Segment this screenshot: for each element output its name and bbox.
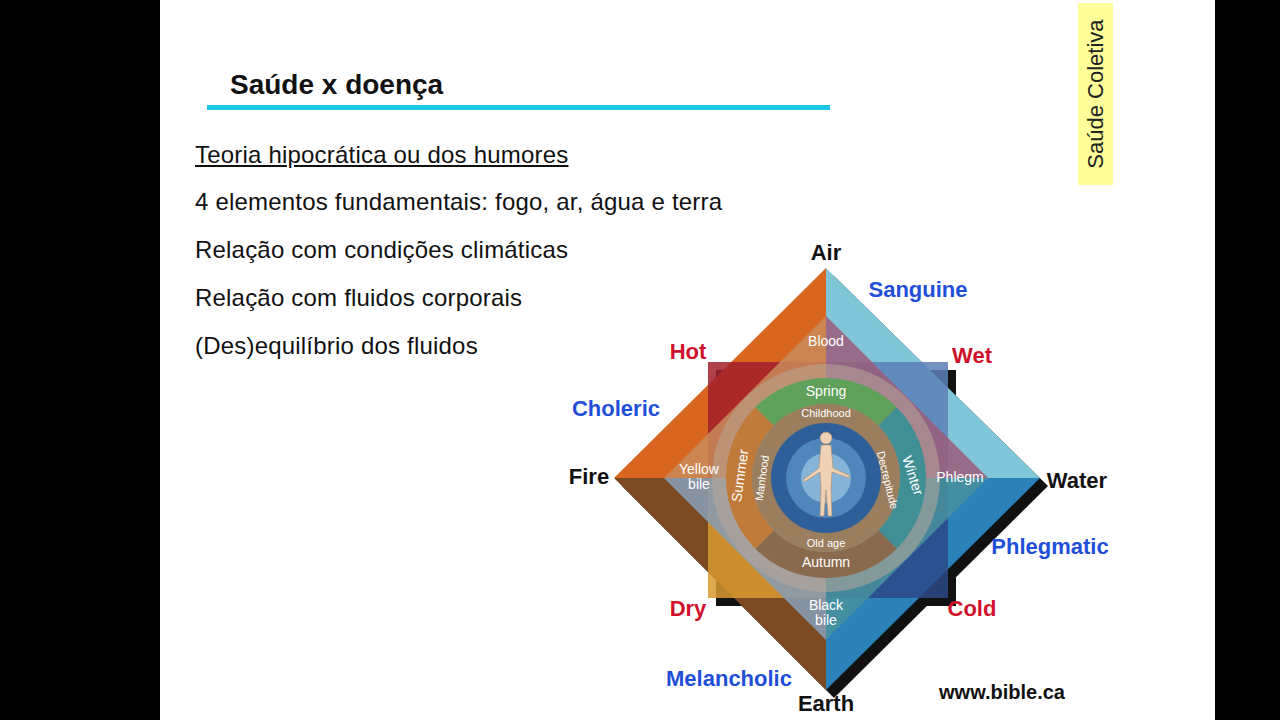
season-rings <box>712 364 940 592</box>
humor-label: Blood <box>808 334 844 349</box>
temperament-label: Choleric <box>572 397 660 421</box>
element-label: Air <box>811 241 842 265</box>
temperament-label: Phlegmatic <box>991 535 1108 559</box>
temperament-label: Sanguine <box>868 278 967 302</box>
season-label: Spring <box>806 384 846 399</box>
quality-label: Hot <box>670 340 707 364</box>
season-arc <box>755 530 896 578</box>
element-label: Fire <box>569 465 609 489</box>
title-underline <box>207 105 830 110</box>
human-figure <box>803 432 850 516</box>
humor-label: Black bile <box>800 598 852 629</box>
humor-label: Phlegm <box>936 470 983 485</box>
bullet-text: (Des)equilíbrio dos fluidos <box>195 333 478 359</box>
bullet-text: 4 elementos fundamentais: fogo, ar, água… <box>195 189 722 215</box>
quality-label: Wet <box>952 344 992 368</box>
quality-label: Cold <box>948 597 997 621</box>
section-tag: Saúde Coletiva <box>1078 3 1113 185</box>
age-label: Childhood <box>801 407 851 419</box>
bullet-text: Relação com condições climáticas <box>195 237 568 263</box>
quality-label: Dry <box>670 597 707 621</box>
section-tag-text: Saúde Coletiva <box>1083 19 1107 168</box>
slide-title: Saúde x doença <box>230 70 443 101</box>
season-arc <box>726 407 774 548</box>
age-label: Old age <box>807 537 846 549</box>
bullet-text: Teoria hipocrática ou dos humores <box>195 142 568 168</box>
season-arc <box>755 378 896 426</box>
temperament-label: Melancholic <box>666 667 792 691</box>
season-label: Autumn <box>802 555 850 570</box>
element-label: Water <box>1047 469 1107 493</box>
element-label: Earth <box>798 692 854 716</box>
bullet-text: Relação com fluidos corporais <box>195 285 522 311</box>
watermark: www.bible.ca <box>939 681 1065 703</box>
humor-label: Yellow bile <box>673 462 725 493</box>
diamond-shadow <box>622 276 1048 698</box>
